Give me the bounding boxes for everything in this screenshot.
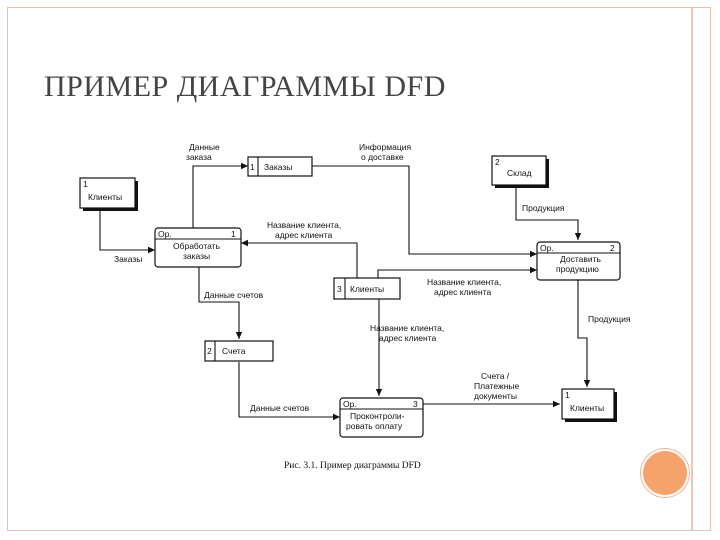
process-orders-id: 1 bbox=[231, 229, 236, 239]
flow-label-client-name-3a: Название клиента, bbox=[370, 323, 444, 333]
flow-label-order-data-1: Данные bbox=[189, 142, 220, 152]
datastore-clients: 3 Клиенты bbox=[333, 277, 401, 300]
entity-clients-top-label: Клиенты bbox=[88, 192, 122, 202]
flow-label-client-name-1a: Название клиента, bbox=[267, 220, 341, 230]
flow-label-client-name-3b: адрес клиента bbox=[379, 333, 436, 343]
flow-label-invoices-docs-3: документы bbox=[474, 391, 517, 401]
flow-delivery-info bbox=[312, 165, 537, 258]
flow-label-orders: Заказы bbox=[114, 254, 142, 264]
flow-label-products-1: Продукция bbox=[522, 203, 565, 213]
entity-clients-bottom-id: 1 bbox=[565, 390, 570, 400]
process-deliver-label-2: продукцию bbox=[556, 264, 599, 274]
flow-label-invoices-docs-1: Счета / bbox=[481, 371, 510, 381]
figure-caption: Рис. 3.1. Пример диаграммы DFD bbox=[284, 461, 421, 471]
process-process-orders: Ор. 1 Обработать заказы bbox=[154, 227, 242, 268]
process-check-label-1: Проконтроли- bbox=[350, 411, 405, 421]
entity-clients-top: 1 Клиенты bbox=[79, 177, 138, 211]
entity-clients-bottom: 1 Клиенты bbox=[561, 388, 617, 422]
flow-label-invoices-docs-2: Платежные bbox=[474, 381, 520, 391]
process-orders-label-2: заказы bbox=[183, 251, 210, 261]
flow-orders bbox=[99, 210, 155, 254]
entity-warehouse-label: Склад bbox=[507, 168, 532, 178]
flow-labels: Данные заказа Информация о доставке Назв… bbox=[114, 142, 631, 413]
flow-label-delivery-info-1: Информация bbox=[359, 142, 411, 152]
process-check-id: 3 bbox=[413, 399, 418, 409]
entity-clients-bottom-label: Клиенты bbox=[570, 403, 604, 413]
flow-client-name-1 bbox=[241, 239, 358, 278]
flow-label-client-name-1b: адрес клиента bbox=[275, 230, 332, 240]
process-orders-tag: Ор. bbox=[158, 229, 172, 239]
flow-label-client-name-2b: адрес клиента bbox=[434, 287, 491, 297]
datastore-invoices-id: 2 bbox=[207, 346, 212, 356]
process-check-label-2: ровать оплату bbox=[346, 421, 403, 431]
process-deliver-tag: Ор. bbox=[540, 243, 554, 253]
process-deliver-label-1: Доставить bbox=[560, 254, 602, 264]
entity-warehouse: 2 Склад bbox=[491, 155, 549, 188]
flow-lines bbox=[99, 162, 591, 421]
flow-order-data bbox=[192, 162, 248, 228]
process-check-payment: Ор. 3 Проконтроли- ровать оплату bbox=[339, 397, 424, 438]
datastore-orders: 1 Заказы bbox=[247, 156, 313, 177]
datastore-clients-label: Клиенты bbox=[350, 284, 384, 294]
flow-label-products-2: Продукция bbox=[588, 314, 631, 324]
datastore-orders-id: 1 bbox=[250, 162, 255, 172]
flow-client-name-2 bbox=[377, 266, 537, 278]
flow-label-delivery-info-2: о доставке bbox=[361, 152, 404, 162]
flow-invoice-data-2 bbox=[238, 362, 340, 421]
process-deliver-products: Ор. 2 Доставить продукцию bbox=[536, 241, 621, 281]
flow-label-invoice-data-1: Данные счетов bbox=[204, 290, 264, 300]
datastore-invoices: 2 Счета bbox=[204, 340, 274, 362]
datastore-clients-id: 3 bbox=[337, 284, 342, 294]
slide-frame-accent bbox=[691, 7, 693, 531]
process-deliver-id: 2 bbox=[610, 243, 615, 253]
entity-warehouse-id: 2 bbox=[495, 157, 500, 167]
datastore-orders-label: Заказы bbox=[264, 162, 292, 172]
process-check-tag: Ор. bbox=[343, 399, 357, 409]
flow-products-2 bbox=[577, 280, 591, 387]
flow-label-invoice-data-2: Данные счетов bbox=[250, 403, 310, 413]
decorative-circle bbox=[641, 449, 689, 497]
process-orders-label-1: Обработать bbox=[173, 241, 221, 251]
flow-invoice-data-1 bbox=[198, 267, 243, 339]
slide-frame bbox=[7, 7, 711, 531]
entity-clients-top-id: 1 bbox=[83, 179, 88, 189]
slide-title: ПРИМЕР ДИАГРАММЫ DFD bbox=[44, 70, 446, 103]
datastore-invoices-label: Счета bbox=[222, 346, 246, 356]
flow-label-order-data-2: заказа bbox=[186, 152, 212, 162]
flow-products-1 bbox=[515, 188, 582, 240]
flow-label-client-name-2a: Название клиента, bbox=[427, 277, 501, 287]
